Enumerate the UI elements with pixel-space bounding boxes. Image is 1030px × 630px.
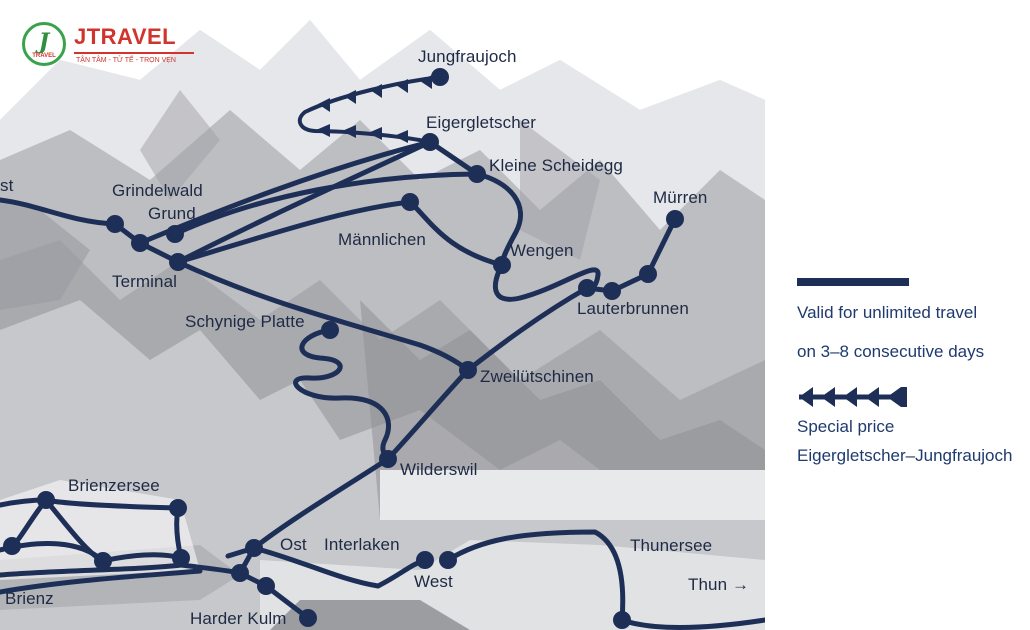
station-dot-schynige-platte — [321, 321, 339, 339]
station-dot-interlaken-west — [416, 551, 434, 569]
station-label-brienzersee: Brienzersee — [68, 476, 160, 495]
route-ost-interlaken-west — [251, 545, 428, 589]
station-dot-thunersee — [613, 611, 631, 629]
station-dot-brienzersee-2 — [169, 499, 187, 517]
legend-item-unlimited: Valid for unlimited travel on 3–8 consec… — [797, 278, 1030, 364]
station-dot-grindelwald — [106, 215, 124, 233]
route-lauterbrunnen-zweiluetschinen — [465, 285, 590, 373]
station-dot-brienzersee-3 — [94, 552, 112, 570]
station-label-grindelwald: Grindelwald — [112, 181, 203, 200]
logo-divider — [74, 52, 194, 54]
station-label-wengen: Wengen — [510, 241, 574, 260]
station-dot-brienzersee-4 — [172, 549, 190, 567]
logo-mark: J — [38, 29, 50, 55]
station-dot-grindelwald-2 — [131, 234, 149, 252]
station-dot-interlaken-west-2 — [439, 551, 457, 569]
legend-unlimited-line1: Valid for unlimited travel — [797, 303, 978, 322]
station-dot-zweiluetschinen — [459, 361, 477, 379]
legend-arrow-line-swatch — [799, 387, 907, 407]
station-label-brienz: Brienz — [5, 589, 54, 608]
station-label-thunersee: Thunersee — [630, 536, 713, 555]
route-eigergletscher-kleine-scheidegg — [427, 139, 480, 177]
route-thunersee-loop — [619, 617, 765, 630]
station-label-cut-off: st — [0, 176, 14, 195]
station-label-schynige-platte: Schynige Platte — [185, 312, 305, 331]
station-dots — [3, 68, 684, 629]
station-label-interlaken: Interlaken — [324, 535, 400, 554]
logo-tagline: TẬN TÂM - TỬ TẾ - TRỌN VẸN — [76, 57, 176, 64]
map-illustration — [0, 0, 765, 630]
station-dot-brienz — [3, 537, 21, 555]
route-west-thunersee — [445, 529, 626, 623]
logo-name: JTRAVEL — [74, 24, 177, 49]
legend-item-special: Special price Eigergletscher–Jungfraujoc… — [797, 384, 1030, 468]
station-dot-kleine-scheidegg — [468, 165, 486, 183]
station-dot-eigergletscher — [421, 133, 439, 151]
station-label-west: West — [414, 572, 453, 591]
route-lake-lower — [0, 568, 203, 595]
station-dot-muerren-2 — [639, 265, 657, 283]
station-label-eigergletscher: Eigergletscher — [426, 113, 537, 132]
station-label-terminal: Terminal — [112, 272, 178, 291]
station-dot-lauterbrunnen-2 — [603, 282, 621, 300]
station-label-grund: Grund — [148, 204, 196, 223]
station-dot-muerren — [666, 210, 684, 228]
station-label-jungfraujoch: Jungfraujoch — [418, 47, 517, 66]
station-dot-harder-kulm — [299, 609, 317, 627]
route-terminal-eigergletscher — [175, 139, 433, 265]
map-panel: Jungfraujoch Eigergletscher Kleine Schei… — [0, 0, 765, 630]
route-wilderswil-ost — [251, 456, 391, 551]
jtravel-logo: J TRAVEL JTRAVEL TẬN TÂM - TỬ TẾ - TRỌN … — [22, 22, 194, 74]
station-dot-grund — [166, 225, 184, 243]
station-dot-wilderswil — [379, 450, 397, 468]
station-dot-jungfraujoch — [431, 68, 449, 86]
station-dot-ost — [245, 539, 263, 557]
route-brienz-ost — [0, 545, 257, 578]
station-label-muerren: Mürren — [653, 188, 708, 207]
special-price-arrowheads — [316, 75, 432, 143]
route-lauterbrunnen-muerren — [584, 216, 678, 294]
legend-special-line1: Special price — [797, 417, 895, 436]
route-west-grindelwald — [0, 197, 118, 227]
station-label-thun: Thun → — [688, 575, 750, 594]
legend-special-line2: Eigergletscher–Jungfraujoch — [797, 446, 1013, 465]
legend: Valid for unlimited travel on 3–8 consec… — [797, 278, 1030, 468]
station-dot-maennlichen — [401, 193, 419, 211]
route-terminal-zweiluetschinen — [175, 259, 471, 373]
station-label-zweiluetschinen: Zweilütschinen — [480, 367, 594, 386]
station-dot-ost-2 — [231, 564, 249, 582]
legend-solid-line-swatch — [797, 278, 909, 286]
station-label-ost: Ost — [280, 535, 307, 554]
station-dot-wengen — [493, 256, 511, 274]
logo-badge: J TRAVEL — [22, 22, 66, 66]
station-dot-brienzersee — [37, 491, 55, 509]
route-zweiluetschinen-wilderswil — [385, 367, 471, 462]
station-dot-lauterbrunnen — [578, 279, 596, 297]
route-grund-kleine-scheidegg — [172, 171, 480, 237]
station-label-wilderswil: Wilderswil — [400, 460, 478, 479]
logo-badge-sub: TRAVEL — [32, 53, 56, 59]
legend-unlimited-line2: on 3–8 consecutive days — [797, 342, 985, 361]
station-label-lauterbrunnen: Lauterbrunnen — [577, 299, 689, 318]
railway-routes — [0, 139, 765, 630]
route-terminal-maennlichen — [175, 199, 413, 265]
station-dot-harder-base — [257, 577, 275, 595]
station-label-harder-kulm: Harder Kulm — [190, 609, 287, 628]
station-label-maennlichen: Männlichen — [338, 230, 426, 249]
station-label-kleine-scheidegg: Kleine Scheidegg — [489, 156, 623, 175]
route-schynige-platte — [293, 327, 391, 462]
station-dot-terminal — [169, 253, 187, 271]
